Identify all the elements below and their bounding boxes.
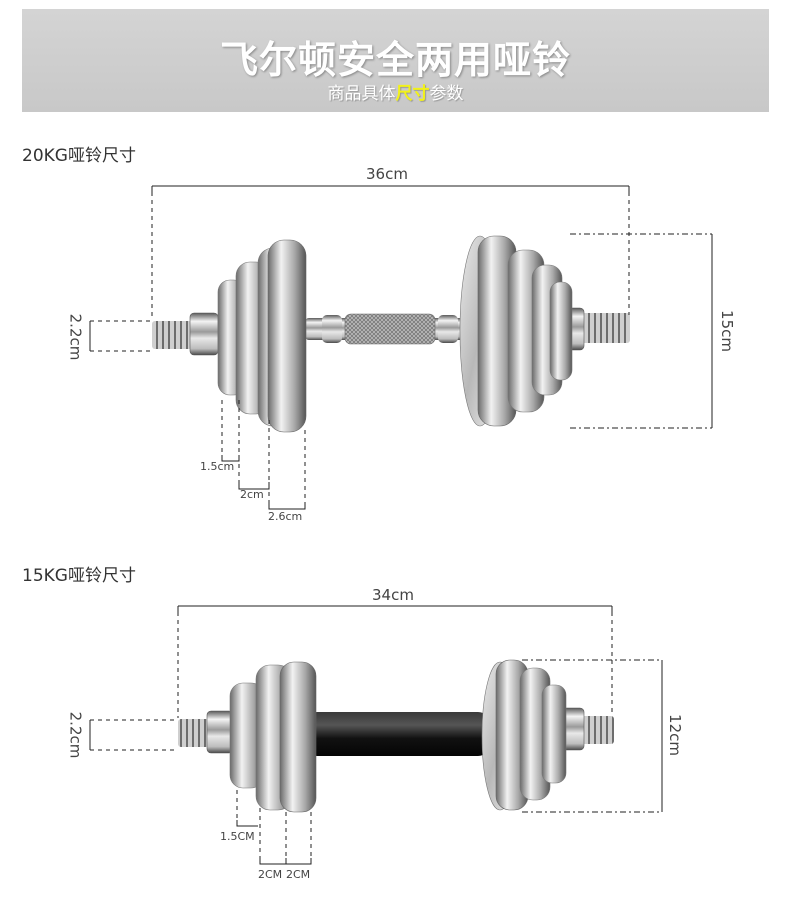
plate2-label-20kg: 2cm	[240, 488, 264, 501]
section-title-20kg: 20KG哑铃尺寸	[22, 146, 136, 166]
plate1-label-15kg: 1.5CM	[220, 830, 255, 843]
plate3-label-15kg: 2CM	[286, 868, 311, 881]
dimension-lines-15kg	[89, 605, 663, 865]
banner-subtitle: 商品具体尺寸参数	[22, 79, 769, 104]
subtitle-before: 商品具体	[327, 84, 396, 104]
header-banner: 飞尔顿安全两用哑铃 商品具体尺寸参数	[22, 9, 769, 112]
diameter-label-20kg: 2.2cm	[66, 313, 85, 361]
subtitle-highlight: 尺寸	[395, 84, 430, 104]
dumbbell-15kg-drawing	[178, 659, 614, 813]
height-label-20kg: 15cm	[717, 310, 736, 352]
banner-title: 飞尔顿安全两用哑铃	[219, 38, 571, 82]
plate2-label-15kg: 2CM	[258, 868, 283, 881]
diameter-label-15kg: 2.2cm	[66, 711, 85, 759]
plate3-label-20kg: 2.6cm	[268, 510, 303, 523]
plate1-label-20kg: 1.5cm	[200, 460, 235, 473]
length-label-20kg: 36cm	[366, 165, 408, 183]
subtitle-after: 参数	[429, 84, 464, 104]
section-title-15kg: 15KG哑铃尺寸	[22, 566, 136, 586]
dimension-lines-20kg	[89, 185, 713, 510]
dumbbell-20kg-drawing	[152, 235, 630, 433]
length-label-15kg: 34cm	[372, 586, 414, 604]
height-label-15kg: 12cm	[665, 714, 684, 756]
